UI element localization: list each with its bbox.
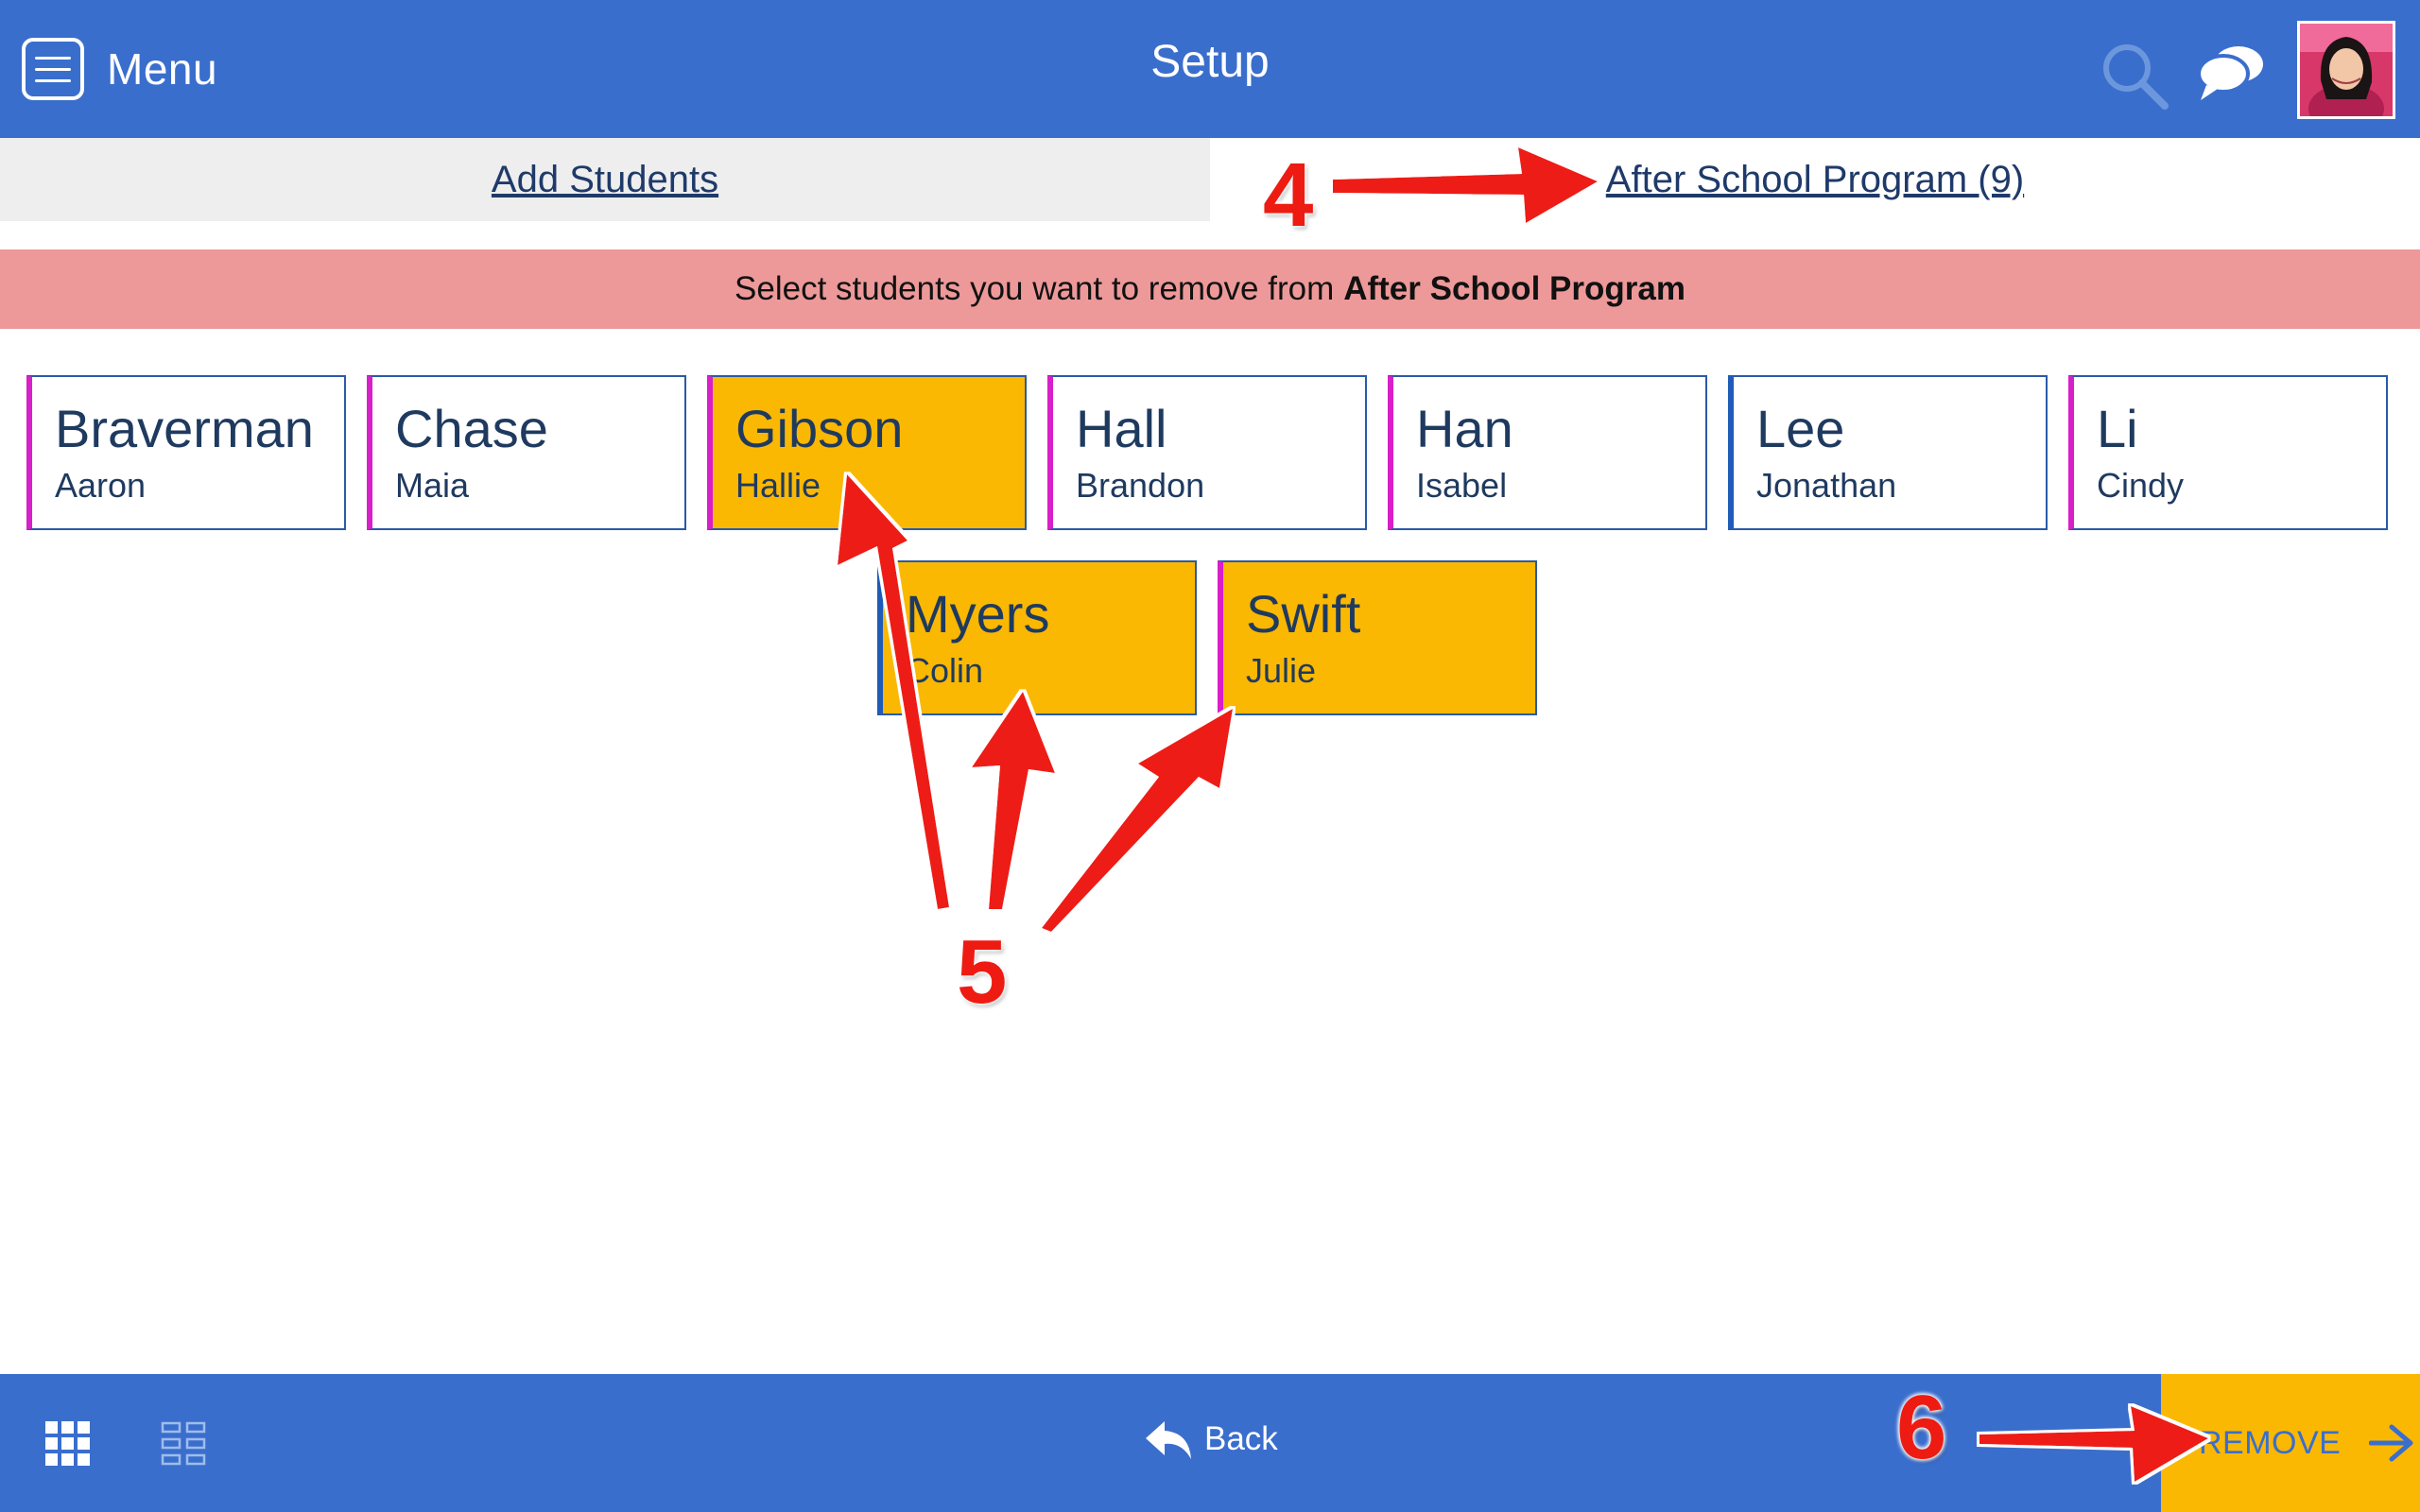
back-label: Back [1204, 1420, 1278, 1457]
student-first-name: Aaron [55, 466, 147, 505]
student-last-name: Braverman [55, 399, 314, 458]
student-first-name: Hallie [735, 466, 821, 505]
student-card-myers[interactable]: Myers Colin [877, 560, 1197, 715]
student-last-name: Swift [1246, 584, 1361, 644]
tab-add-students-label[interactable]: Add Students [491, 158, 719, 200]
instruction-banner: Select students you want to remove from … [0, 249, 2420, 329]
menu-button[interactable]: Menu [22, 38, 217, 100]
back-button[interactable]: Back [1144, 1418, 1278, 1461]
student-card-swift[interactable]: Swift Julie [1218, 560, 1537, 715]
bottom-bar: Back REMOVE [0, 1374, 2420, 1512]
annotation-step-5: 5 [957, 921, 1008, 1022]
tab-program-label[interactable]: After School Program (9) [1605, 158, 2025, 200]
student-first-name: Julie [1246, 651, 1317, 690]
student-last-name: Chase [395, 399, 548, 458]
student-last-name: Gibson [735, 399, 904, 458]
top-bar: Menu Setup [0, 0, 2420, 138]
tab-after-school-program[interactable]: After School Program (9) [1210, 138, 2420, 221]
student-card-braverman[interactable]: Braverman Aaron [26, 375, 346, 530]
student-last-name: Li [2097, 399, 2138, 458]
student-first-name: Colin [906, 651, 984, 690]
student-last-name: Myers [906, 584, 1050, 644]
remove-button[interactable]: REMOVE [2161, 1374, 2420, 1512]
student-card-li[interactable]: Li Cindy [2068, 375, 2388, 530]
annotation-arrow-5b [972, 692, 1055, 909]
student-card-lee[interactable]: Lee Jonathan [1728, 375, 2048, 530]
annotation-step-6: 6 [1896, 1377, 1947, 1478]
student-last-name: Hall [1076, 399, 1167, 458]
student-card-hall[interactable]: Hall Brandon [1047, 375, 1367, 530]
student-first-name: Cindy [2097, 466, 2185, 505]
student-first-name: Brandon [1076, 466, 1205, 505]
student-first-name: Jonathan [1756, 466, 1897, 505]
chat-bubbles-icon[interactable] [2197, 42, 2265, 104]
remove-label: REMOVE [2199, 1424, 2342, 1461]
student-card-gibson[interactable]: Gibson Hallie [707, 375, 1027, 530]
student-last-name: Lee [1756, 399, 1845, 458]
search-icon[interactable] [2099, 40, 2170, 112]
arrow-right-icon [2369, 1424, 2413, 1462]
avatar[interactable] [2297, 21, 2395, 119]
student-last-name: Han [1416, 399, 1513, 458]
student-card-han[interactable]: Han Isabel [1388, 375, 1707, 530]
student-first-name: Maia [395, 466, 470, 505]
annotation-arrow-5c [1042, 709, 1233, 932]
grid-filled-icon[interactable] [45, 1421, 91, 1467]
banner-text: Select students you want to remove from [735, 270, 1335, 307]
annotation-step-4: 4 [1263, 145, 1314, 246]
page-title: Setup [1150, 37, 1270, 87]
grid-outline-icon[interactable] [161, 1421, 208, 1467]
student-card-chase[interactable]: Chase Maia [367, 375, 686, 530]
back-arrow-icon [1146, 1421, 1191, 1459]
hamburger-menu-icon [22, 38, 84, 100]
student-first-name: Isabel [1416, 466, 1508, 505]
menu-label: Menu [107, 44, 218, 94]
tab-add-students[interactable]: Add Students [0, 138, 1210, 221]
banner-program-name: After School Program [1343, 270, 1685, 307]
